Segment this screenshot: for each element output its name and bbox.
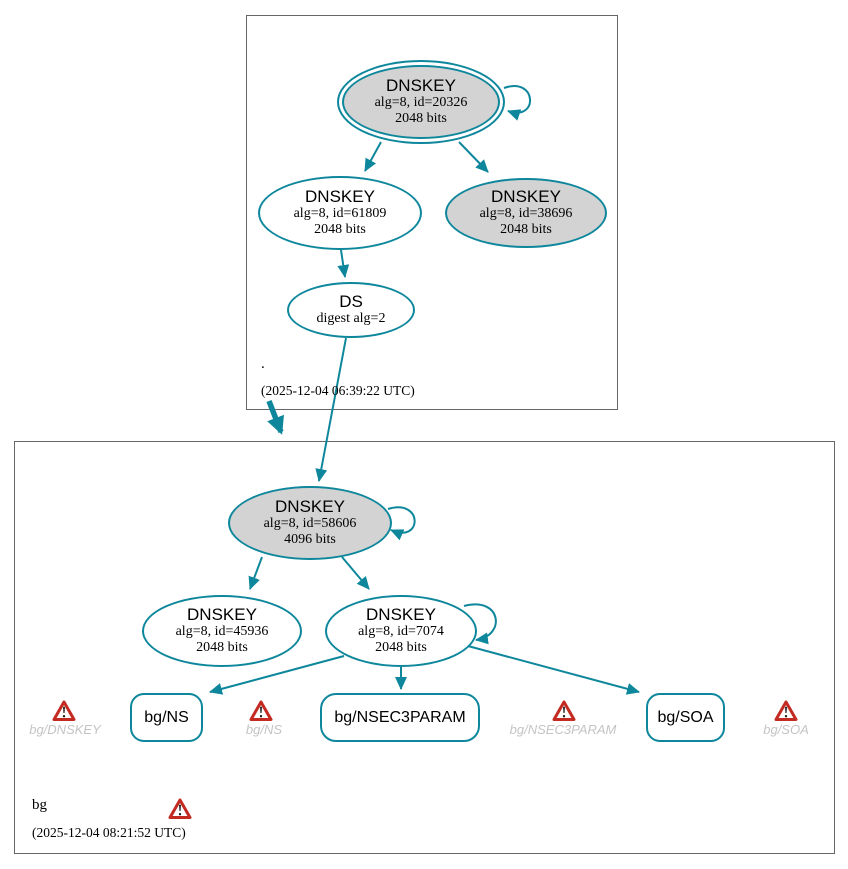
edge-delegation-root-to-bg [266, 400, 284, 435]
node-root-zsk-61809[interactable]: DNSKEY alg=8, id=61809 2048 bits [258, 176, 422, 250]
rrset-label: bg/NSEC3PARAM [334, 708, 466, 726]
zone-name-bg: bg [32, 797, 47, 813]
edge-rrsig-zsk7074-to-soa [467, 645, 640, 695]
node-bg-zsk-45936[interactable]: DNSKEY alg=8, id=45936 2048 bits [142, 595, 302, 667]
node-bits: 2048 bits [314, 222, 366, 238]
node-alg: alg=8, id=38696 [479, 206, 573, 222]
node-alg: alg=8, id=20326 [374, 95, 468, 111]
node-alg: digest alg=2 [316, 311, 386, 327]
missing-rrset-bg-ns: bg/NS [245, 722, 283, 737]
edge-ds-to-bgksk [315, 337, 347, 482]
zone-warning-icon[interactable] [168, 798, 192, 820]
node-title: DNSKEY [305, 186, 375, 206]
node-title: DNSKEY [275, 496, 345, 516]
warning-icon[interactable] [52, 700, 76, 722]
edge-selfloop-zsk7074 [463, 603, 497, 645]
edge-rrsig-zsk7074-to-ns [209, 655, 345, 695]
node-rrset-bg-nsec3param[interactable]: bg/NSEC3PARAM [320, 693, 480, 742]
node-bits: 2048 bits [500, 222, 552, 238]
node-bits: 2048 bits [196, 640, 248, 656]
edge-rrsig-rootksk-to-zsk38696 [458, 141, 489, 173]
edge-rrsig-bgksk-to-zsk7074 [341, 556, 370, 590]
zone-name-root: . [261, 356, 265, 372]
node-title: DNSKEY [491, 186, 561, 206]
warning-icon[interactable] [774, 700, 798, 722]
node-root-ksk-20326[interactable]: DNSKEY alg=8, id=20326 2048 bits [342, 65, 500, 139]
node-alg: alg=8, id=61809 [293, 206, 387, 222]
node-alg: alg=8, id=7074 [358, 624, 444, 640]
node-bits: 2048 bits [375, 640, 427, 656]
zone-timestamp-root: (2025-12-04 06:39:22 UTC) [261, 383, 415, 398]
node-title: DS [339, 291, 363, 311]
zone-timestamp-bg: (2025-12-04 08:21:52 UTC) [32, 825, 186, 840]
missing-rrset-bg-soa: bg/SOA [763, 722, 809, 737]
edge-selfloop-bgksk [387, 506, 416, 541]
node-ds-bg[interactable]: DS digest alg=2 [287, 282, 415, 338]
node-title: DNSKEY [187, 604, 257, 624]
rrset-label: bg/NS [144, 708, 189, 726]
node-bg-zsk-7074[interactable]: DNSKEY alg=8, id=7074 2048 bits [325, 595, 477, 667]
warning-icon[interactable] [249, 700, 273, 722]
node-bg-ksk-58606[interactable]: DNSKEY alg=8, id=58606 4096 bits [228, 486, 392, 560]
edge-rrsig-bgksk-to-zsk45936 [248, 556, 263, 590]
edge-rrsig-zsk61809-to-ds [337, 249, 350, 278]
missing-rrset-bg-dnskey: bg/DNSKEY [29, 722, 101, 737]
edge-selfloop-rootksk [503, 85, 532, 121]
zone-box-root [246, 15, 618, 410]
node-rrset-bg-ns[interactable]: bg/NS [130, 693, 203, 742]
node-bits: 4096 bits [284, 532, 336, 548]
node-alg: alg=8, id=58606 [263, 516, 357, 532]
node-rrset-bg-soa[interactable]: bg/SOA [646, 693, 725, 742]
node-root-zsk-38696[interactable]: DNSKEY alg=8, id=38696 2048 bits [445, 178, 607, 248]
edge-rrsig-rootksk-to-zsk61809 [364, 141, 382, 172]
warning-icon[interactable] [552, 700, 576, 722]
missing-rrset-bg-nsec3param: bg/NSEC3PARAM [509, 722, 617, 737]
rrset-label: bg/SOA [657, 708, 714, 726]
zone-box-bg [14, 441, 835, 854]
node-bits: 2048 bits [395, 111, 447, 127]
node-alg: alg=8, id=45936 [175, 624, 269, 640]
node-title: DNSKEY [386, 75, 456, 95]
node-title: DNSKEY [366, 604, 436, 624]
